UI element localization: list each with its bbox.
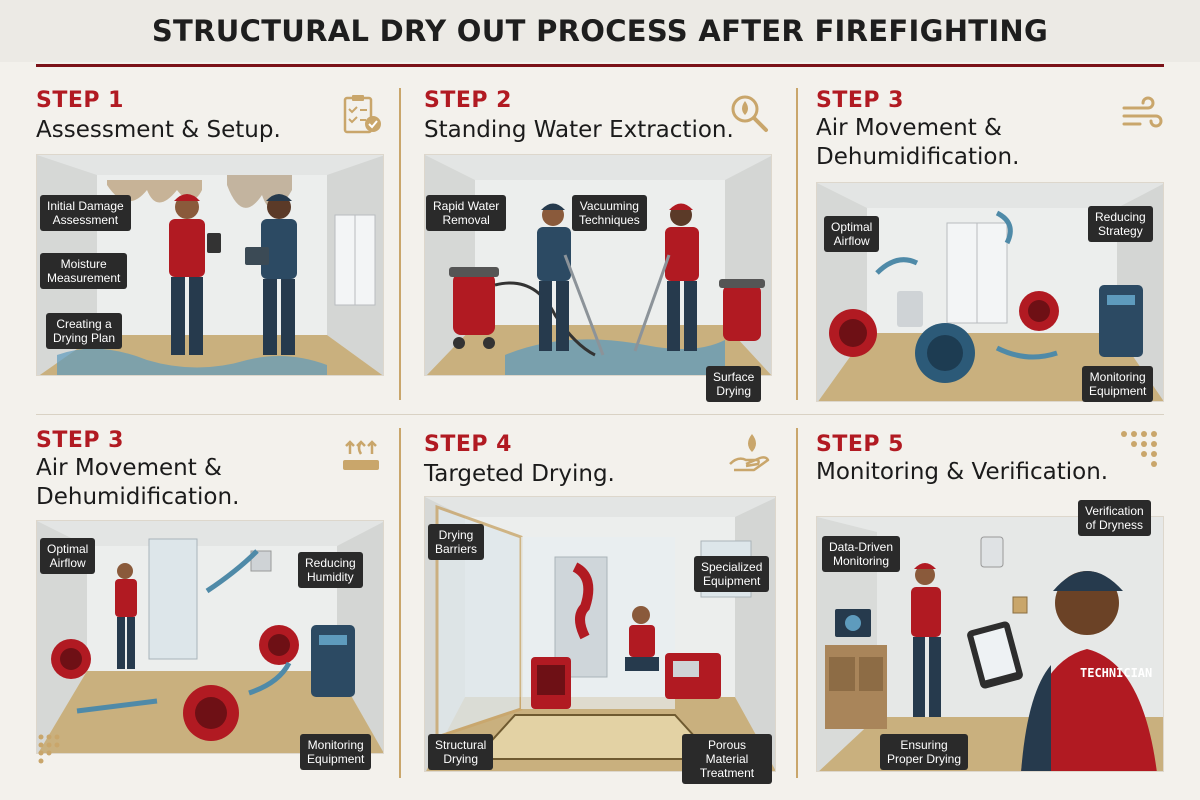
step-label: STEP 4 xyxy=(424,432,512,457)
step-heading: Air Movement & Dehumidification. xyxy=(36,455,240,510)
callout-monitoring-equipment: Monitoring Equipment xyxy=(300,734,372,770)
column-divider xyxy=(399,88,401,400)
callout-reducing-humidity: Reducing Humidity xyxy=(298,552,363,588)
callout-porous-material-treatment: Porous Material Treatment xyxy=(682,734,772,784)
step-label: STEP 3 xyxy=(36,428,124,453)
callout-drying-plan: Creating a Drying Plan xyxy=(46,313,123,349)
scene-water-extraction xyxy=(424,154,772,376)
step-label: STEP 3 xyxy=(816,88,904,113)
step-heading: Standing Water Extraction. xyxy=(424,117,734,143)
step-heading: Targeted Drying. xyxy=(424,461,615,487)
column-divider xyxy=(399,428,401,778)
column-divider xyxy=(796,428,798,778)
callout-verification-of-dryness: Verification of Dryness xyxy=(1078,500,1151,536)
step-label: STEP 2 xyxy=(424,88,512,113)
page-title: STRUCTURAL DRY OUT PROCESS AFTER FIREFIG… xyxy=(151,14,1049,48)
callout-moisture-measurement: Moisture Measurement xyxy=(40,253,128,289)
callout-data-driven-monitoring: Data-Driven Monitoring xyxy=(822,536,901,572)
step-panel-5: STEP 4 Targeted Drying. Drying Barrier xyxy=(424,428,776,784)
heat-waves-icon xyxy=(343,440,379,470)
callout-specialized-equipment: Specialized Equipment xyxy=(694,556,770,592)
column-divider xyxy=(796,88,798,400)
step-panel-1: STEP 1 Assessment & Setup. xyxy=(36,88,384,404)
step-heading: Air Movement & Dehumidification. xyxy=(816,115,1020,170)
step-label: STEP 5 xyxy=(816,432,904,457)
callout-vacuuming-techniques: Vacuuming Techniques xyxy=(572,195,647,231)
callout-optimal-airflow: Optimal Airflow xyxy=(824,216,880,252)
step-panel-6: STEP 5 Monitoring & Verification. xyxy=(816,428,1164,780)
title-bar: STRUCTURAL DRY OUT PROCESS AFTER FIREFIG… xyxy=(0,0,1200,62)
callout-initial-damage: Initial Damage Assessment xyxy=(40,195,131,231)
dot-grid-icon xyxy=(1121,431,1157,467)
technician-badge: TECHNICIAN xyxy=(1080,666,1153,680)
row-divider xyxy=(36,414,1164,415)
step-heading: Monitoring & Verification. xyxy=(816,459,1109,485)
step-panel-2: STEP 2 Standing Water Extraction. xyxy=(424,88,772,404)
callout-surface-drying: Surface Drying xyxy=(706,366,762,402)
step-heading: Assessment & Setup. xyxy=(36,117,281,143)
dot-grid-icon xyxy=(38,734,60,764)
step-panel-4: STEP 3 Air Movement & Dehumidification. xyxy=(36,428,384,780)
clipboard-check-icon xyxy=(343,95,381,134)
step-label: STEP 1 xyxy=(36,88,124,113)
magnifier-droplet-icon xyxy=(731,95,768,132)
callout-monitoring-equipment: Monitoring Equipment xyxy=(1082,366,1154,402)
callout-rapid-water-removal: Rapid Water Removal xyxy=(426,195,507,231)
hand-droplet-icon xyxy=(729,434,770,472)
callout-optimal-airflow: Optimal Airflow xyxy=(40,538,96,574)
title-rule xyxy=(36,64,1164,67)
step-panel-3: STEP 3 Air Movement & Dehumidification. xyxy=(816,88,1164,404)
callout-drying-barriers: Drying Barriers xyxy=(428,524,485,560)
callout-reducing-strategy: Reducing Strategy xyxy=(1088,206,1153,242)
wind-icon xyxy=(1122,96,1163,128)
callout-structural-drying: Structural Drying xyxy=(428,734,494,770)
callout-ensuring-proper-drying: Ensuring Proper Drying xyxy=(880,734,969,770)
